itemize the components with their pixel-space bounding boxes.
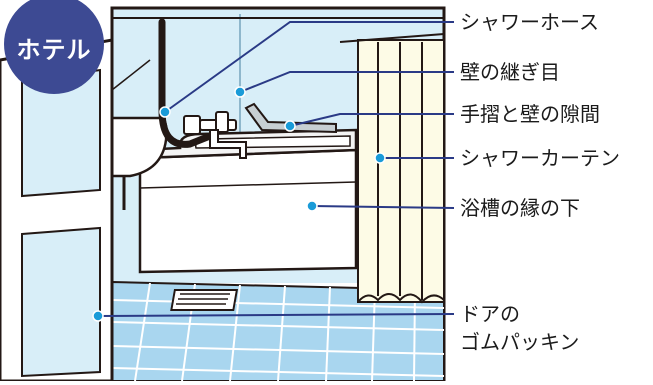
bathtub-body: [138, 148, 358, 274]
curtain-rail: [339, 33, 445, 43]
label-wall-seam: 壁の継ぎ目: [460, 60, 560, 84]
label-under-tub-rim: 浴槽の縁の下: [460, 196, 580, 220]
leader-lines: [97, 21, 455, 317]
label-door-gasket-line1: ドアの: [460, 302, 520, 326]
label-shower-hose: シャワーホース: [460, 10, 599, 34]
floor-drain: [170, 289, 239, 311]
drain-grate: [176, 293, 230, 305]
callout-markers: [92, 86, 386, 322]
faucet: [183, 111, 247, 159]
curtain-folds: [357, 42, 445, 304]
mirror-edge: [111, 59, 151, 91]
hotel-badge: [4, 0, 104, 94]
handrail: [244, 102, 337, 134]
badge-label: ホテル: [16, 36, 92, 64]
label-handrail-gap: 手摺と壁の隙間: [460, 102, 600, 126]
door-window-lower: [21, 226, 101, 378]
tub-panel-line: [139, 181, 357, 189]
floor-tile-grid: [111, 282, 445, 382]
label-shower-curtain: シャワーカーテン: [460, 146, 620, 170]
label-door-gasket-line2: ゴムパッキン: [460, 330, 580, 354]
